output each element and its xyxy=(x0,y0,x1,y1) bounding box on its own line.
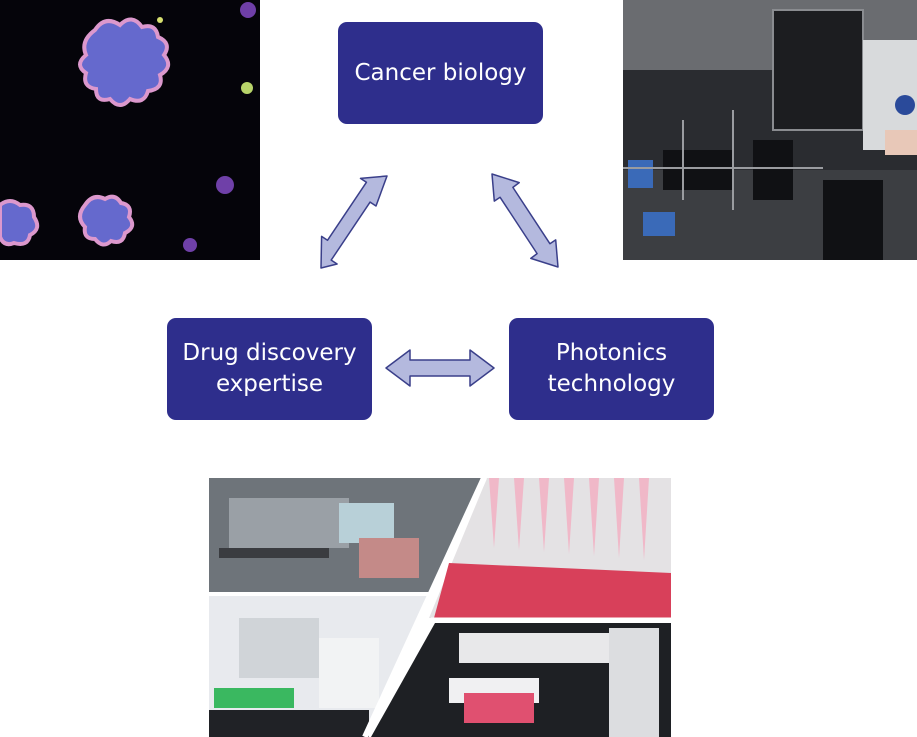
node-drug-discovery-label: Drug discovery expertise xyxy=(182,340,357,397)
arrow-drug-photonics xyxy=(385,349,495,387)
photonics-lab-image xyxy=(623,0,917,260)
arrow-cancer-photonics xyxy=(491,173,559,268)
node-drug-discovery: Drug discovery expertise xyxy=(167,318,372,420)
organoid-microscopy-image xyxy=(0,0,260,260)
lab-automation-collage-image xyxy=(209,478,671,737)
node-photonics-technology-label: Photonics technology xyxy=(547,340,676,397)
arrow-cancer-drug xyxy=(320,175,388,269)
node-cancer-biology-label: Cancer biology xyxy=(354,59,527,86)
node-photonics-technology: Photonics technology xyxy=(509,318,714,420)
node-cancer-biology: Cancer biology xyxy=(338,22,543,124)
